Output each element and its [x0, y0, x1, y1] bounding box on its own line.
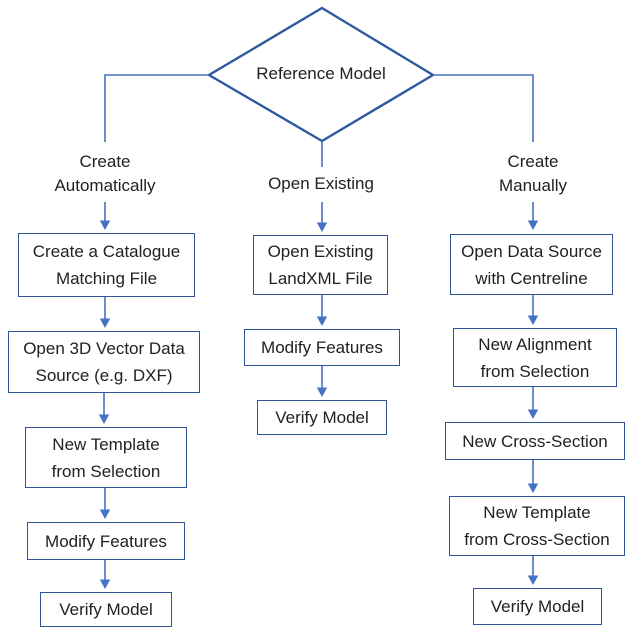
node-modify-features-middle: Modify Features	[244, 329, 400, 366]
connector-arrow	[316, 202, 328, 232]
node-open-3d-vector-data-source: Open 3D Vector Data Source (e.g. DXF)	[8, 331, 200, 393]
node-new-alignment-from-selection: New Alignment from Selection	[453, 328, 617, 387]
connector-arrow	[527, 460, 539, 493]
connector-arrow	[99, 488, 111, 519]
connector-arrow	[527, 295, 539, 325]
node-create-a-catalogue-matching-file: Create a Catalogue Matching File	[18, 233, 195, 297]
connector-arrow	[99, 560, 111, 589]
node-text-line: Verify Model	[59, 600, 153, 619]
node-open-data-source-with-centreline: Open Data Source with Centreline	[450, 234, 613, 295]
connector-arrow	[527, 556, 539, 585]
node-verify-model-left: Verify Model	[40, 592, 172, 627]
connector-arrow	[99, 202, 111, 230]
node-text-line: Open 3D Vector Data	[23, 339, 185, 358]
node-text-line: with Centreline	[475, 268, 588, 288]
connector-arrow	[99, 297, 111, 328]
connector-right-elbow	[433, 74, 534, 142]
branch-label-create-automatically: Create Automatically	[25, 150, 185, 198]
connector-arrow	[98, 393, 110, 424]
connector-arrow	[527, 387, 539, 419]
node-text-line: Verify Model	[275, 408, 369, 427]
node-text-line: Modify Features	[261, 338, 383, 357]
node-modify-features-left: Modify Features	[27, 522, 185, 560]
branch-label-line: Automatically	[54, 176, 156, 195]
decision-reference-model: Reference Model	[256, 64, 386, 83]
node-new-template-from-selection: New Template from Selection	[25, 427, 187, 488]
node-text-line: New Cross-Section	[462, 431, 608, 451]
branch-label-line: Create	[79, 152, 131, 171]
connector-arrow	[527, 202, 539, 230]
node-text-line: Open Data Source	[461, 241, 602, 261]
connector-left-elbow	[104, 74, 209, 142]
node-text-line: New Template	[52, 434, 160, 454]
branch-label-line: Open Existing	[268, 174, 374, 193]
node-text-line: from Selection	[51, 461, 161, 481]
node-text-line: Modify Features	[45, 531, 167, 551]
node-new-cross-section: New Cross-Section	[445, 422, 625, 460]
node-verify-model-middle: Verify Model	[257, 400, 387, 435]
connector-arrow	[316, 295, 328, 326]
branch-label-create-manually: Create Manually	[453, 150, 613, 198]
node-text-line: LandXML File	[268, 269, 373, 288]
branch-label-open-existing: Open Existing	[241, 172, 401, 196]
connector-arrow	[316, 366, 328, 397]
node-new-template-from-cross-section: New Template from Cross-Section	[449, 496, 625, 556]
branch-label-line: Create	[507, 152, 559, 171]
node-text-line: from Cross-Section	[464, 530, 610, 549]
branch-label-line: Manually	[498, 176, 568, 195]
node-text-line: Verify Model	[490, 597, 585, 616]
node-text-line: New Alignment	[478, 334, 592, 354]
node-text-line: Open Existing	[267, 242, 374, 261]
node-open-existing-landxml-file: Open Existing LandXML File	[253, 235, 388, 295]
node-verify-model-right: Verify Model	[473, 588, 602, 625]
node-text-line: Create a Catalogue	[32, 242, 181, 261]
node-text-line: Matching File	[55, 269, 158, 288]
node-text-line: New Template	[483, 503, 591, 522]
node-text-line: from Selection	[480, 361, 590, 381]
node-text-line: Source (e.g. DXF)	[35, 366, 173, 385]
